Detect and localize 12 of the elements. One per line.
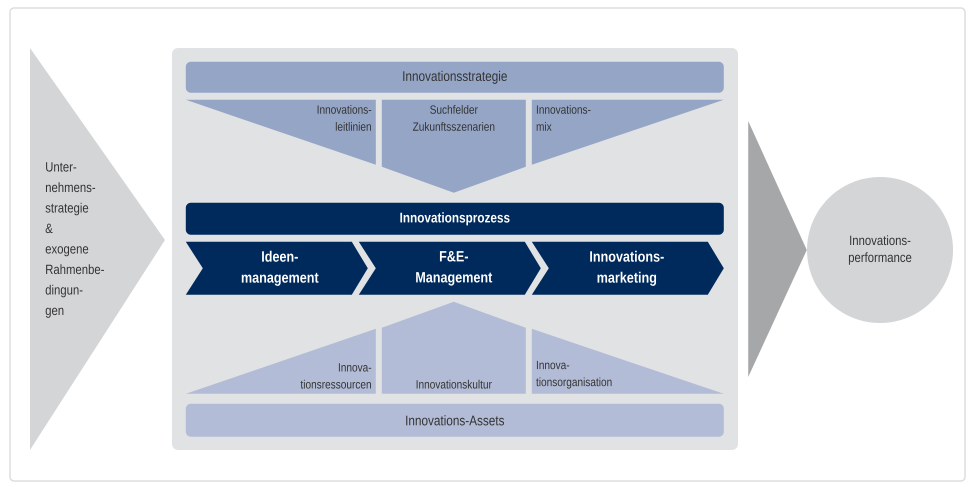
heading-bar: Innovationsstrategie: [186, 62, 724, 93]
base-bar: Innovations-Assets: [186, 404, 724, 437]
funnel-segment: Innovations- leitlinien: [186, 100, 376, 165]
funnel-segment: Innovations- mix: [532, 100, 724, 165]
funnel-segment: Suchfelder Zukunftsszenarien: [382, 100, 526, 193]
node-label: F&E- Management: [416, 251, 492, 286]
heading-bar: Innovationsprozess: [186, 202, 724, 235]
roof-segment: Innova- tionsressourcen: [186, 328, 376, 394]
node-label: Innovations- marketing: [590, 250, 664, 286]
chevron-arrow: [748, 121, 807, 377]
roof-segment: Innovationskultur: [382, 302, 526, 394]
roof-segment: Innova- tionsorganisation: [532, 328, 724, 394]
